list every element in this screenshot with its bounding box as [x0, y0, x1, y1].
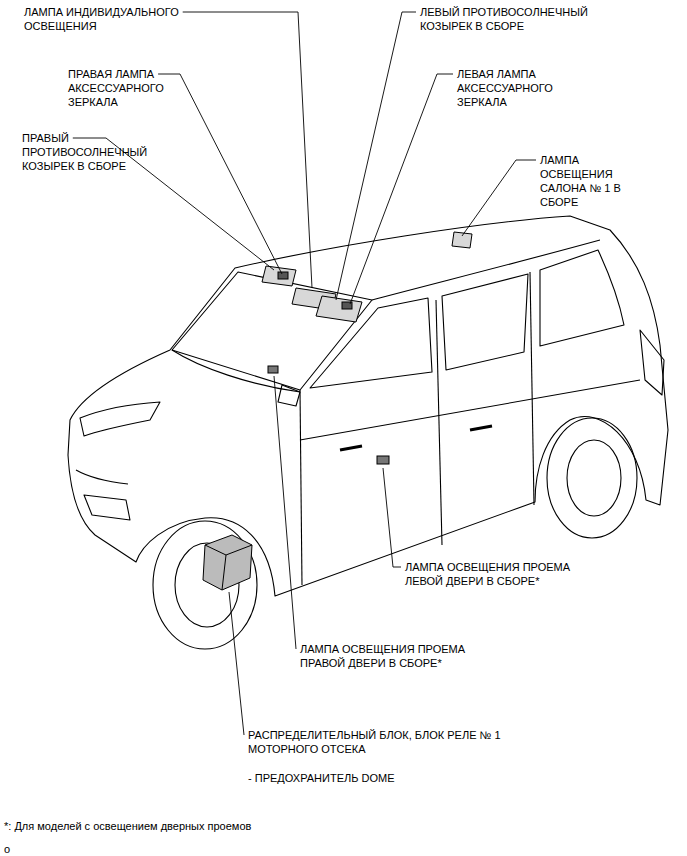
b-pillar-line	[436, 300, 442, 545]
door-handle	[470, 426, 492, 430]
part-label: РАСПРЕДЕЛИТЕЛЬНЫЙ БЛОК, БЛОК РЕЛЕ № 1 МО…	[248, 728, 548, 756]
part-label: ЛАМПА ОСВЕЩЕНИЯ ПРОЕМА ПРАВОЙ ДВЕРИ В СБ…	[300, 642, 495, 670]
rear-rim	[567, 440, 621, 516]
body-outline	[68, 216, 668, 596]
right-vanity-lamp	[278, 272, 288, 279]
door-handle	[340, 446, 362, 450]
left-courtesy-lamp	[377, 456, 389, 464]
part-label: ЛЕВАЯ ЛАМПА АКСЕССУАРНОГО ЗЕРКАЛА	[457, 67, 565, 109]
part-label: ЛАМПА ИНДИВИДУАЛЬНОГО ОСВЕЩЕНИЯ	[24, 5, 189, 33]
components	[203, 232, 472, 590]
part-label: ЛАМПА ОСВЕЩЕНИЯ САЛОНА № 1 В СБОРЕ	[540, 153, 638, 209]
leader-line	[274, 376, 296, 649]
roof-edge	[372, 240, 600, 300]
front-wheel	[153, 521, 257, 649]
leader-line	[229, 592, 244, 735]
page-mark: o	[4, 842, 44, 856]
part-label: ЛАМПА ОСВЕЩЕНИЯ ПРОЕМА ЛЕВОЙ ДВЕРИ В СБО…	[405, 560, 595, 588]
side-mirror	[278, 385, 300, 406]
leader-line	[383, 468, 401, 567]
right-courtesy-lamp	[268, 366, 278, 373]
part-label: ПРАВЫЙ ПРОТИВОСОЛНЕЧНЫЙ КОЗЫРЕК В СБОРЕ	[22, 131, 162, 173]
part-label: ЛЕВЫЙ ПРОТИВОСОЛНЕЧНЫЙ КОЗЫРЕК В СБОРЕ	[420, 5, 615, 33]
engine-room-relay-block	[203, 535, 252, 590]
hood-line	[172, 350, 300, 392]
leader-line	[158, 74, 282, 274]
leader-line	[336, 12, 416, 300]
bumper-line	[76, 470, 128, 484]
rear-wheel	[547, 418, 637, 538]
part-label: ПРАВАЯ ЛАМПА АКСЕССУАРНОГО ЗЕРКАЛА	[68, 67, 176, 109]
fuse-name: - ПРЕДОХРАНИТЕЛЬ DOME	[248, 771, 548, 785]
dome-lamp	[452, 232, 472, 248]
leader-line	[183, 12, 312, 288]
relay-block-edges	[205, 545, 252, 590]
left-sun-visor	[316, 296, 362, 322]
tail-light	[640, 330, 664, 395]
quarter-window	[540, 250, 624, 346]
leader-line	[350, 74, 453, 304]
rear-door-window	[442, 274, 528, 370]
footnote: *: Для моделей с освещением дверных прое…	[4, 819, 504, 833]
grille	[84, 495, 130, 520]
a-pillar-line	[300, 390, 302, 585]
windshield	[172, 272, 372, 390]
c-pillar-line	[530, 272, 534, 505]
leader-line	[462, 160, 536, 236]
headlight	[80, 402, 160, 436]
car-body	[68, 216, 668, 649]
belt-line	[300, 380, 640, 440]
